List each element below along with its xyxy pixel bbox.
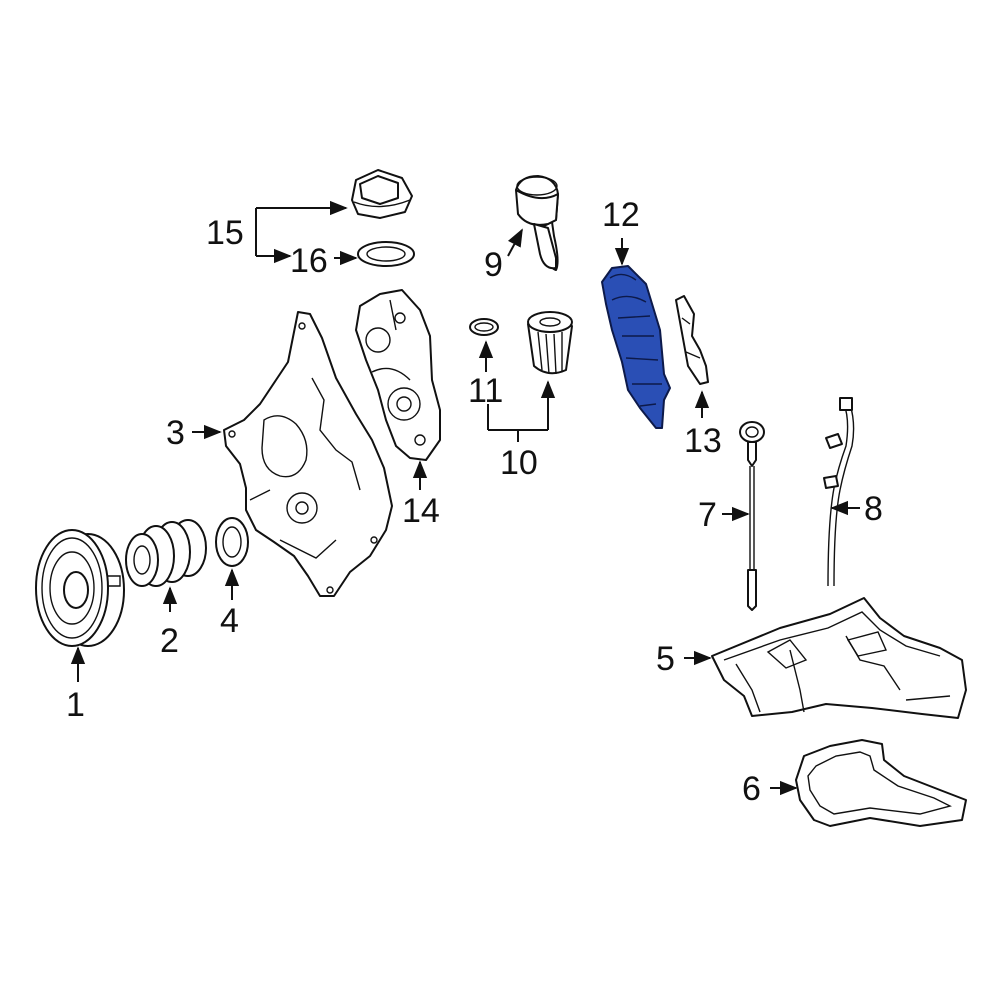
callout-12[interactable]: 12 [602,196,640,234]
callout-labels: 1 2 3 4 5 6 7 8 9 10 11 12 13 14 15 16 [66,196,883,808]
oil-filter-housing-cap[interactable] [515,175,559,271]
oil-filler-cap[interactable] [351,169,413,219]
callout-15[interactable]: 15 [206,214,244,252]
callout-5[interactable]: 5 [656,640,675,678]
callout-2[interactable]: 2 [160,622,179,660]
callout-16[interactable]: 16 [290,242,328,280]
callout-9[interactable]: 9 [484,246,503,284]
callout-1[interactable]: 1 [66,686,85,724]
callout-13[interactable]: 13 [684,422,722,460]
oil-pan[interactable] [711,597,967,719]
callout-3[interactable]: 3 [166,414,185,452]
callout-7[interactable]: 7 [698,496,717,534]
callout-14[interactable]: 14 [402,492,440,530]
timing-cover[interactable] [223,311,393,597]
vibration-damper[interactable] [125,519,207,587]
leader-lines [70,200,860,796]
dipstick[interactable] [739,421,765,611]
crankshaft-pulley[interactable] [35,529,125,647]
callout-11[interactable]: 11 [468,372,503,410]
oil-pan-gasket[interactable] [795,739,967,827]
oil-filter[interactable] [527,311,573,375]
front-seal[interactable] [215,517,249,567]
oil-cooler-gasket[interactable] [675,295,709,385]
timing-cover-gasket[interactable] [355,289,441,461]
dipstick-tube[interactable] [823,397,855,587]
callout-10[interactable]: 10 [500,444,538,482]
callout-4[interactable]: 4 [220,602,239,640]
callout-8[interactable]: 8 [864,490,883,528]
o-ring[interactable] [469,318,499,336]
callout-6[interactable]: 6 [742,770,761,808]
filler-cap-seal[interactable] [357,241,415,267]
oil-cooler[interactable] [601,265,671,429]
